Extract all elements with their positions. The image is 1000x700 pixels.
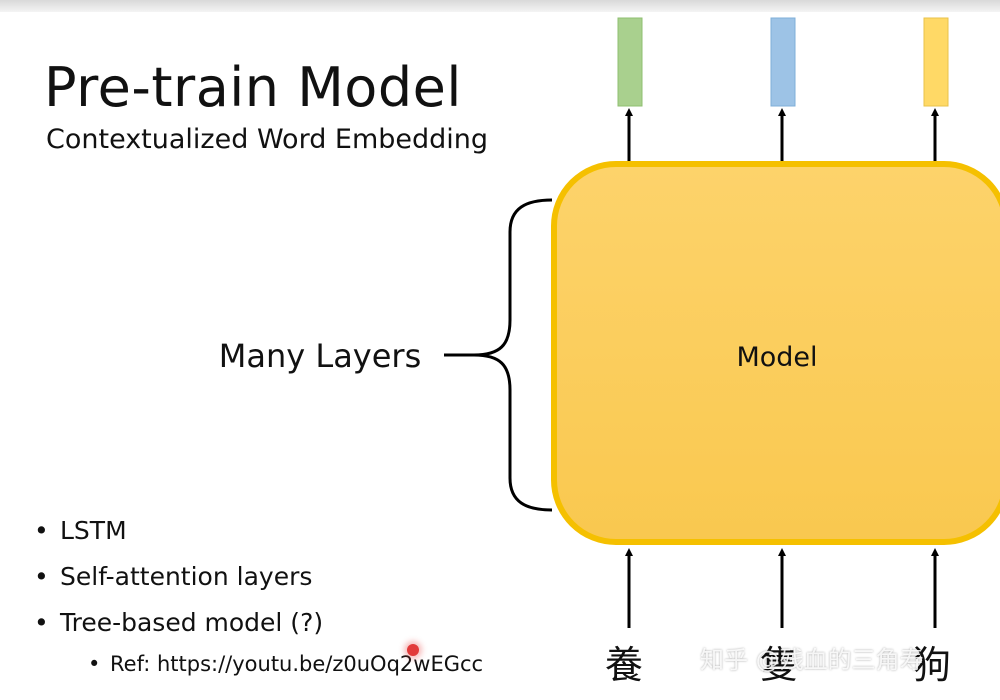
model-label: Model (736, 342, 817, 373)
watermark-text: 知乎 @残血的三角寿 (700, 646, 924, 674)
window-top-bar (0, 0, 1000, 12)
bullet-list: •LSTM •Self-attention layers •Tree-based… (34, 510, 323, 648)
bullet-text: Tree-based model (?) (60, 608, 324, 637)
cursor-pointer (407, 644, 419, 656)
layers-brace (473, 198, 553, 512)
reference-text: Ref: https://youtu.be/z0uOq2wEGcc (110, 652, 484, 676)
model-box (551, 161, 1000, 545)
output-vector-3 (923, 17, 949, 107)
output-vector-2 (770, 17, 796, 107)
brace-label: Many Layers (219, 337, 422, 375)
reference-sub-bullet[interactable]: •Ref: https://youtu.be/z0uOq2wEGcc (88, 652, 484, 676)
output-vector-1 (617, 17, 643, 107)
bullet-item: •Self-attention layers (34, 562, 313, 591)
bullet-item: •LSTM (34, 516, 127, 545)
bullet-item: •Tree-based model (?) (34, 608, 324, 637)
input-token-1: 養 (605, 643, 643, 687)
input-token-3: 狗 (913, 643, 951, 687)
slide-title: Pre-train Model (44, 56, 462, 119)
bullet-text: LSTM (60, 516, 127, 545)
input-token-2: 隻 (760, 643, 798, 687)
bullet-text: Self-attention layers (60, 562, 313, 591)
slide-subtitle: Contextualized Word Embedding (46, 124, 489, 155)
